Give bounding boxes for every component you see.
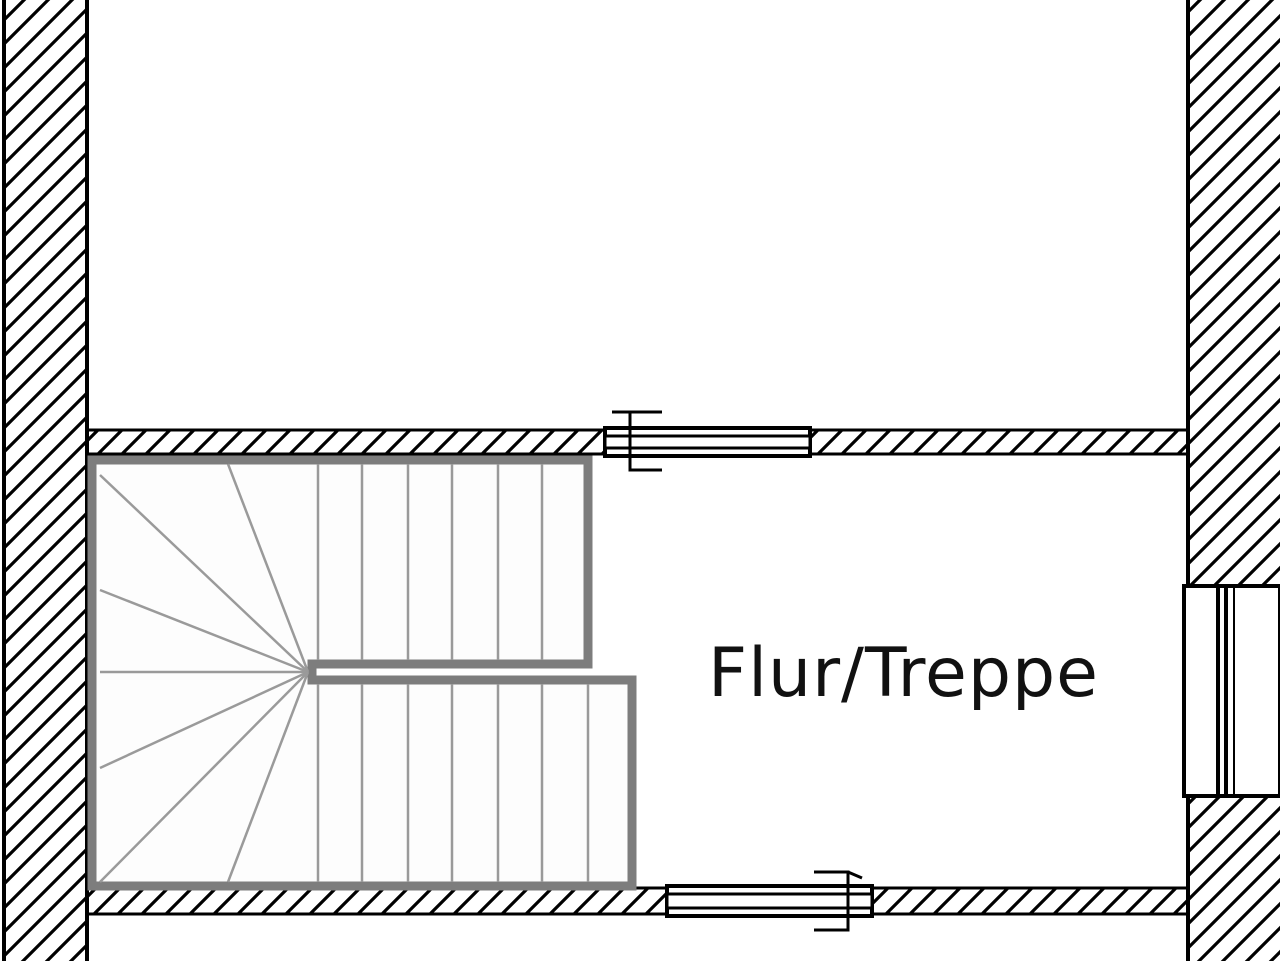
sliding-door-lower xyxy=(665,870,874,932)
stair-winder xyxy=(99,671,309,883)
stair-winder xyxy=(99,670,309,770)
lower-interior-wall-right xyxy=(870,886,1190,916)
window xyxy=(1182,584,1280,798)
stair-winder xyxy=(99,588,309,674)
room-label-hallway: Flur/Treppe xyxy=(708,634,1099,713)
stair-winder xyxy=(99,474,309,673)
stair-winder xyxy=(226,671,310,883)
left-exterior-wall xyxy=(2,0,89,961)
right-exterior-wall xyxy=(1186,0,1280,961)
stair-winder xyxy=(226,463,310,673)
upper-interior-wall-right xyxy=(808,428,1190,456)
lower-interior-wall-left xyxy=(85,886,669,916)
staircase xyxy=(87,455,637,891)
sliding-door-upper xyxy=(603,410,812,472)
upper-interior-wall-left xyxy=(85,428,607,456)
